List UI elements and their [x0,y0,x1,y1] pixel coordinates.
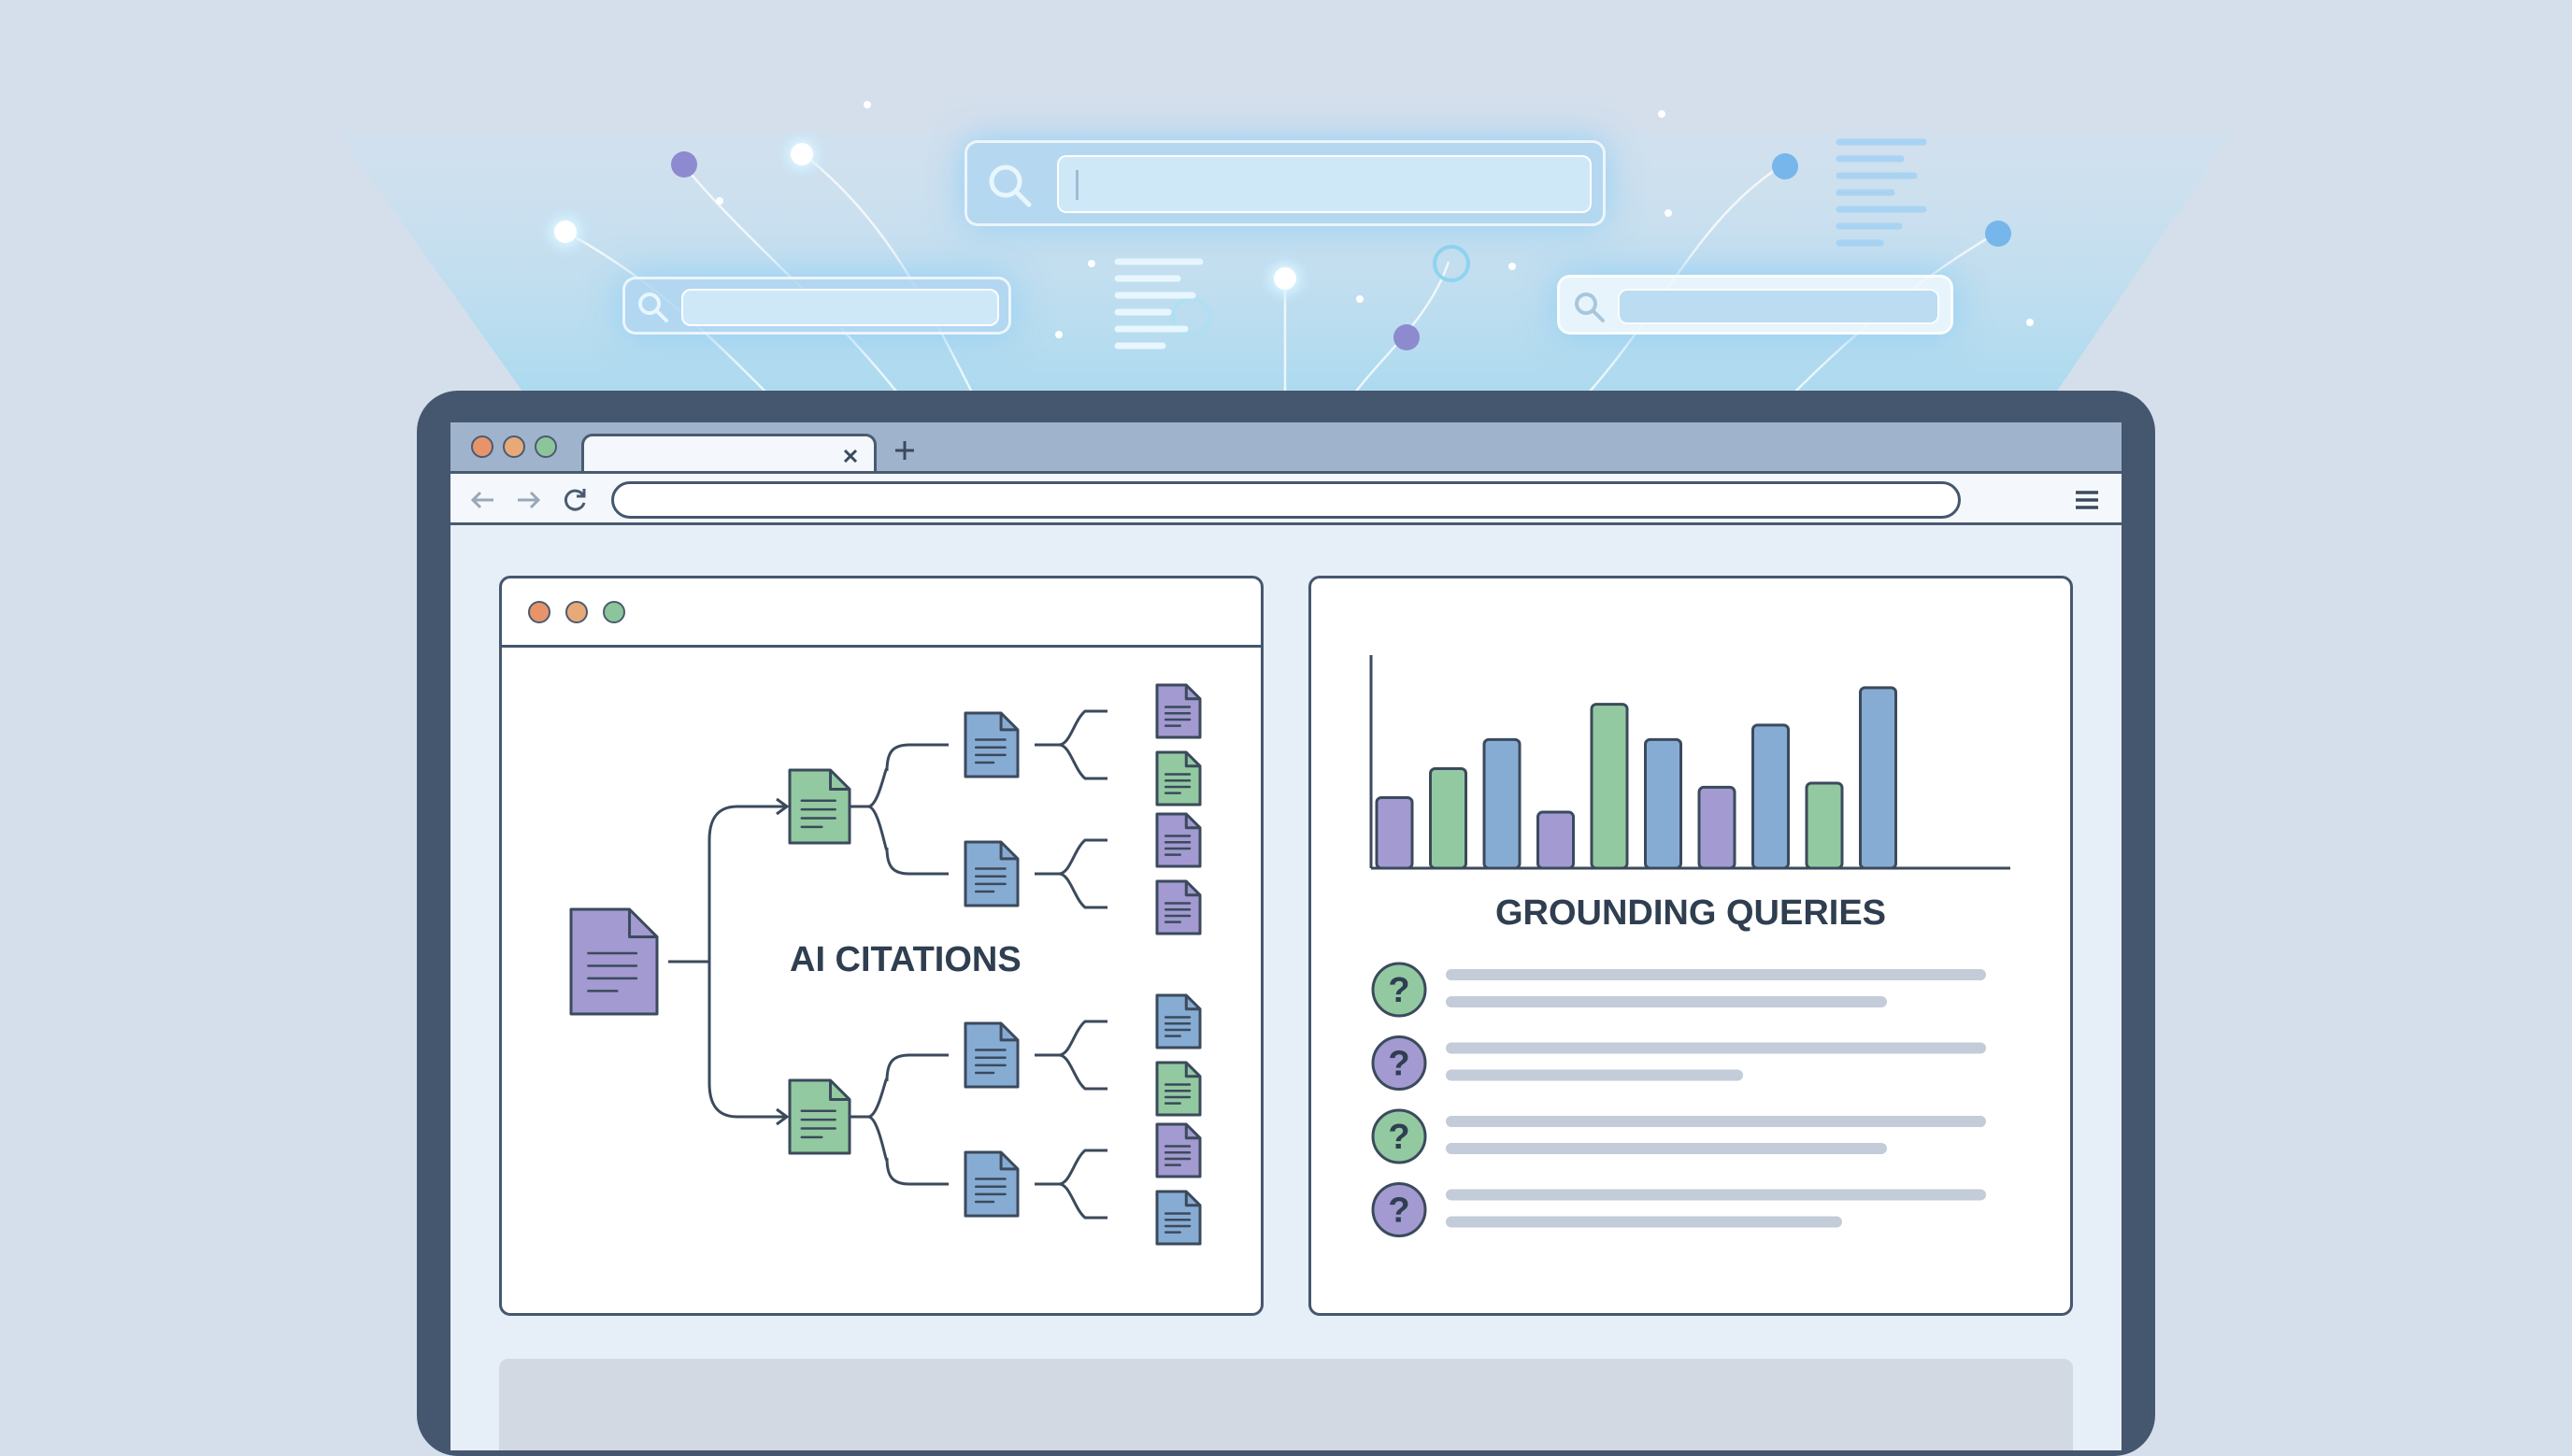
reload-icon[interactable] [559,484,591,516]
floating-search-bar-main [964,140,1606,226]
browser-tab[interactable] [581,434,877,475]
chart-bar [1375,796,1414,870]
window-minimize-dot[interactable] [503,435,525,458]
search-icon [638,293,668,322]
network-node [1772,153,1798,179]
window-maximize-dot[interactable] [535,435,557,458]
text-lines-decoration [1114,258,1204,350]
chart-bar [1482,737,1522,870]
ai-citations-panel: AI CITATIONS [499,576,1264,1316]
network-node [1274,267,1296,290]
leaf-document-icon [1155,683,1202,739]
citation-tree-diagram [569,683,1202,1246]
leaf-document-icon [1155,1190,1202,1246]
network-node [1985,221,2011,247]
window-maximize-dot [603,601,625,623]
network-node [1433,245,1470,282]
network-node [554,221,577,243]
source-document-icon [964,1150,1020,1218]
citation-document-icon [788,768,851,845]
bar-chart [1369,655,2010,870]
arrowhead [776,1107,790,1126]
chart-bar [1536,810,1575,870]
network-node [1393,324,1420,350]
network-node [1171,297,1212,338]
floating-search-bar-left [622,277,1011,335]
root-document-icon [569,907,659,1016]
leaf-document-icon [1155,879,1202,935]
search-field [681,289,999,326]
ai-citations-heading: AI CITATIONS [790,940,1022,979]
chart-bar [1590,703,1629,870]
window-close-dot[interactable] [471,435,493,458]
grounding-queries-heading: GROUNDING QUERIES [1494,893,1887,933]
panel-titlebar [502,578,1261,648]
content-placeholder-bar [499,1359,2073,1450]
close-icon[interactable] [840,446,861,466]
window-minimize-dot [565,601,588,623]
arrowhead [776,797,790,816]
chart-bar [1429,766,1467,870]
network-line [681,163,898,393]
chart-bar [1644,737,1682,870]
chart-bar [1697,785,1736,870]
text-lines-decoration [1836,138,1927,247]
arrow-right-icon[interactable] [512,484,544,516]
leaf-document-icon [1155,993,1202,1049]
chart-bar [1805,781,1844,870]
window-close-dot [528,601,550,623]
arrow-left-icon[interactable] [467,484,499,516]
network-node [791,143,813,165]
tree-connectors [668,709,1107,1220]
citation-document-icon [788,1078,851,1155]
plus-icon[interactable] [892,437,918,464]
source-document-icon [964,711,1020,778]
grounding-queries-panel: GROUNDING QUERIES ???? [1308,576,2073,1316]
browser-window: AI CITATIONS GROUNDING QUERIES ???? [450,422,2122,1450]
hamburger-menu-icon[interactable] [2071,484,2103,516]
network-line [1588,162,1786,393]
browser-toolbar [450,471,2122,525]
network-line [803,153,974,393]
leaf-document-icon [1155,812,1202,868]
chart-bar [1859,686,1897,870]
address-bar[interactable] [611,481,1961,519]
source-document-icon [964,1021,1020,1089]
search-icon [989,164,1032,207]
floating-search-bar-right [1557,275,1953,335]
leaf-document-icon [1155,1061,1202,1117]
network-node [671,151,697,178]
source-document-icon [964,840,1020,907]
leaf-document-icon [1155,750,1202,807]
search-icon [1575,293,1605,322]
search-field [1618,289,1939,324]
leaf-document-icon [1155,1122,1202,1178]
search-field [1057,155,1592,213]
chart-bar [1751,723,1790,870]
tab-bar [450,422,2122,475]
text-cursor [1076,170,1079,200]
